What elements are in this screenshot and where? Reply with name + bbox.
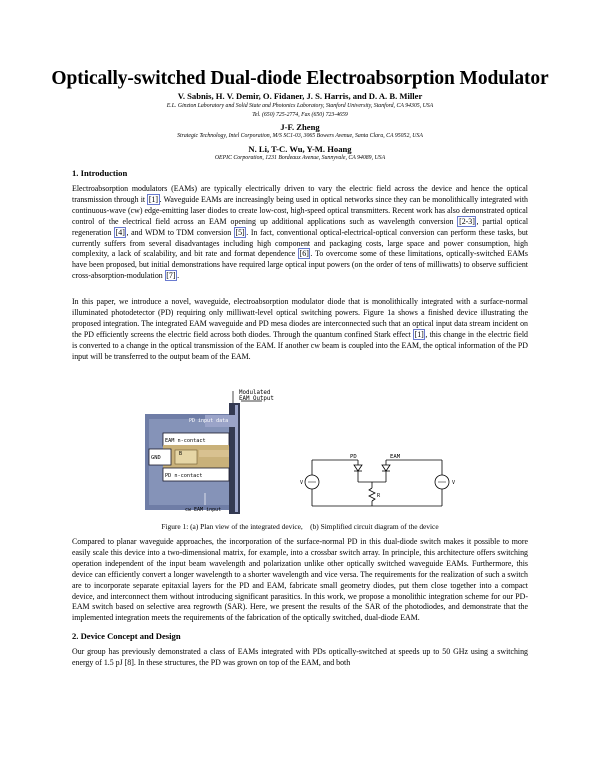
affiliation-2: Strategic Technology, Intel Corporation,… [177, 133, 423, 139]
label-b: B [179, 451, 182, 457]
figure-1-caption: Figure 1: (a) Plan view of the integrate… [161, 522, 439, 531]
citation-link[interactable]: [6] [298, 248, 311, 260]
author-list-3: N. Li, T-C. Wu, Y-M. Hoang [248, 144, 352, 154]
citation-link[interactable]: [4] [114, 226, 127, 238]
label-cw-eam-input: cw EAM input [185, 507, 221, 513]
affiliation-1: E.L. Ginzton Laboratory and Solid State … [166, 103, 434, 109]
label-modulated: Modulated [239, 390, 270, 396]
citation-link[interactable]: [1] [147, 193, 160, 205]
figure-1b-circuit-diagram: PD EAM R V V [296, 440, 472, 520]
label-eam-n-contact: EAM n-contact [165, 438, 206, 444]
label-pd-input-data: PD input data [189, 418, 228, 424]
label-v-left: V [300, 480, 303, 486]
label-pd-n-contact: PD n-contact [165, 473, 202, 479]
paper-title: Optically-switched Dual-diode Electroabs… [51, 68, 549, 89]
section-heading-introduction: 1. Introduction [72, 168, 128, 178]
figure-1a-device-plan-view: Modulated EAM Output PD input data EAM n… [145, 387, 298, 514]
label-r: R [377, 493, 381, 499]
label-gnd: GND [151, 455, 161, 461]
citation-link[interactable]: [5] [233, 226, 247, 238]
author-list-1: V. Sabnis, H. V. Demir, O. Fidaner, J. S… [177, 91, 423, 101]
label-eam: EAM [390, 454, 401, 460]
citation-link[interactable]: [1] [413, 328, 426, 340]
intro-paragraph-2: In this paper, we introduce a novel, wav… [72, 297, 528, 361]
paragraph-compared-planar: Compared to planar waveguide approaches,… [72, 537, 528, 623]
intro-paragraph-1: Electroabsorption modulators (EAMs) are … [72, 184, 529, 282]
author-list-2: J-F. Zheng [280, 122, 320, 132]
section-heading-device-concept: 2. Device Concept and Design [72, 631, 181, 641]
label-v-right: V [452, 480, 455, 486]
contact-info-1: Tel. (650) 725-2774, Fax (650) 723-4659 [252, 112, 348, 118]
label-pd: PD [350, 454, 357, 460]
device-concept-paragraph: Our group has previously demonstrated a … [72, 647, 528, 667]
citation-link[interactable]: [7] [164, 270, 178, 282]
label-eam-output: EAM Output [239, 396, 274, 402]
citation-link[interactable]: [2-3] [457, 215, 477, 227]
affiliation-3: OEPIC Corporation, 1231 Bordeaux Avenue,… [214, 155, 386, 161]
